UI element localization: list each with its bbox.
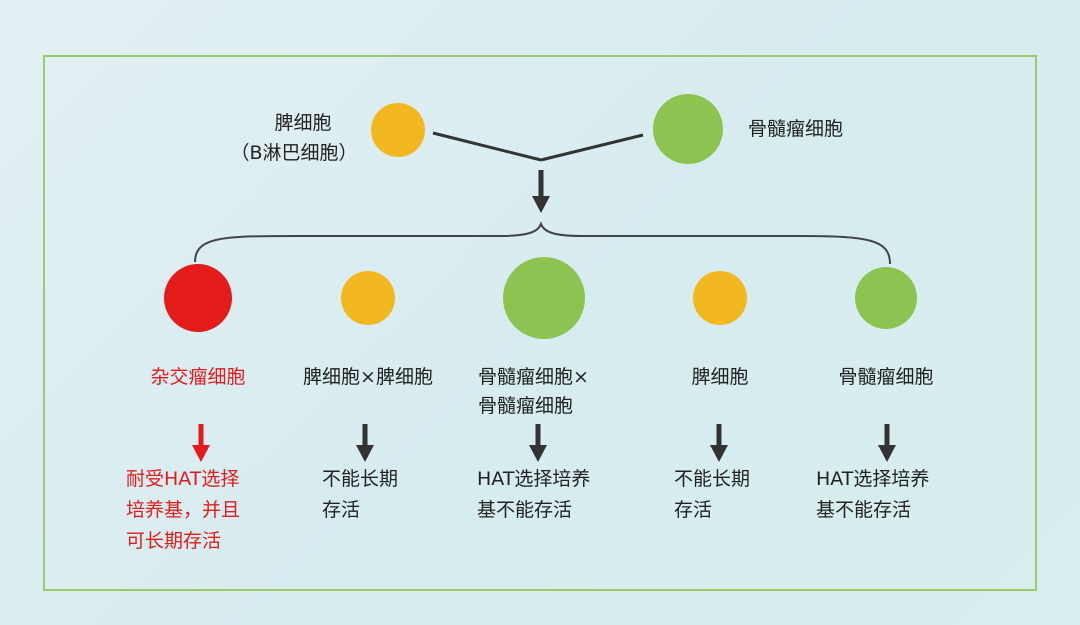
- myeloma-join-line: [540, 133, 644, 162]
- desc-line: 基不能存活: [816, 499, 912, 521]
- myeloma-only-arrow: [878, 424, 896, 462]
- hybridoma-arrow: [192, 424, 210, 462]
- hybridoma-description: 耐受HAT选择 培养基，并且 可长期存活: [126, 464, 240, 557]
- spleen-cell-sublabel: （B淋巴细胞）: [230, 142, 358, 164]
- hybridoma-label: 杂交瘤细胞: [150, 366, 246, 388]
- branch-brace: [194, 221, 891, 265]
- desc-line: 存活: [322, 499, 361, 521]
- spleen-only-arrow: [710, 424, 728, 462]
- myeloma-only-circle: [855, 267, 917, 329]
- desc-line: 存活: [674, 499, 713, 521]
- diagram-frame: [43, 55, 1037, 591]
- spleen-join-line: [432, 131, 542, 162]
- spleen-cell-circle: [371, 103, 425, 157]
- spleen-spleen-description: 不能长期 存活: [322, 464, 398, 526]
- desc-line: 培养基，并且: [126, 499, 241, 521]
- desc-line: 基不能存活: [477, 499, 573, 521]
- spleen-spleen-circle: [341, 271, 395, 325]
- spleen-only-label: 脾细胞: [691, 366, 749, 388]
- myeloma-only-label: 骨髓瘤细胞: [838, 366, 934, 388]
- myeloma-myeloma-label-2: 骨髓瘤细胞: [478, 395, 574, 417]
- myeloma-myeloma-arrow: [529, 424, 547, 462]
- spleen-spleen-label: 脾细胞×脾细胞: [303, 366, 433, 388]
- spleen-cell-label: 脾细胞: [274, 112, 332, 134]
- spleen-only-circle: [693, 271, 747, 325]
- desc-line: 不能长期: [674, 468, 751, 490]
- desc-line: HAT选择培养: [477, 468, 591, 490]
- spleen-only-description: 不能长期 存活: [674, 464, 750, 526]
- myeloma-cell-circle: [653, 94, 723, 164]
- desc-line: 耐受HAT选择: [126, 468, 240, 490]
- hybridoma-circle: [164, 264, 232, 332]
- myeloma-myeloma-label: 骨髓瘤细胞×: [478, 366, 589, 388]
- myeloma-only-description: HAT选择培养 基不能存活: [816, 464, 929, 526]
- myeloma-myeloma-circle: [503, 257, 585, 339]
- fusion-arrow: [532, 170, 550, 213]
- desc-line: HAT选择培养: [816, 468, 930, 490]
- spleen-spleen-arrow: [356, 424, 374, 462]
- desc-line: 可长期存活: [126, 530, 222, 552]
- desc-line: 不能长期: [322, 468, 399, 490]
- myeloma-cell-label: 骨髓瘤细胞: [748, 118, 844, 140]
- myeloma-myeloma-description: HAT选择培养 基不能存活: [477, 464, 590, 526]
